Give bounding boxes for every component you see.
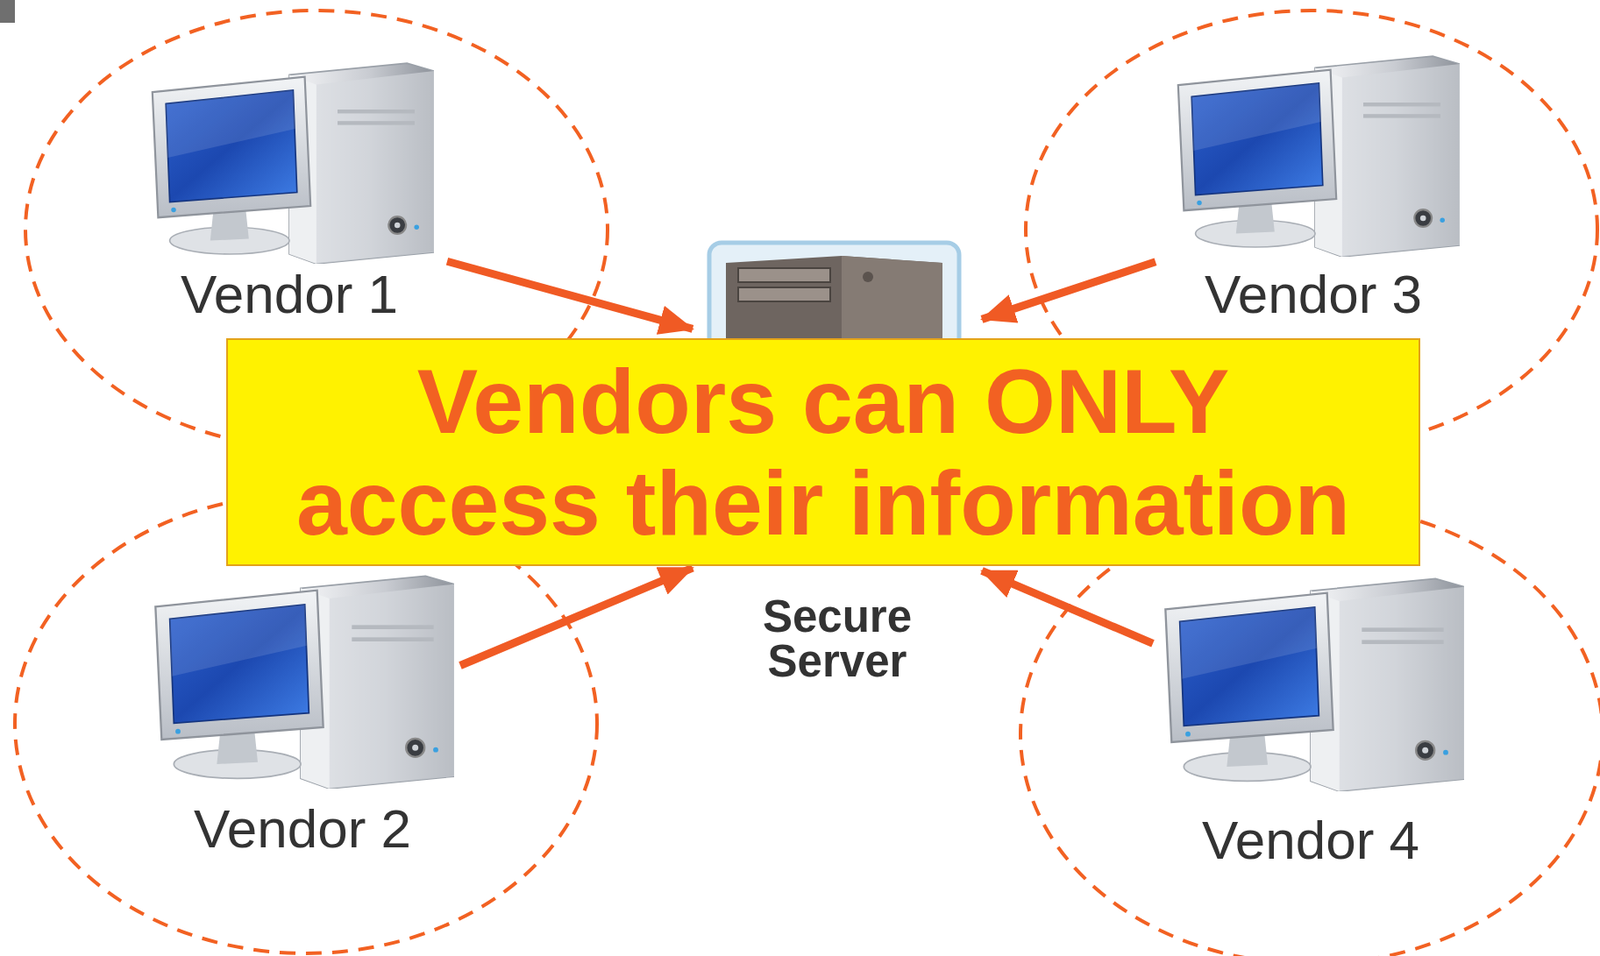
vendor-node: Vendor 1 [131, 61, 448, 322]
node-label: Vendor 4 [1201, 813, 1420, 868]
vendor-zone [1020, 504, 1600, 956]
banner-text: Vendors can ONLY access their informatio… [263, 350, 1384, 555]
vendor-node: Vendor 3 [1155, 52, 1472, 322]
computer-icon [155, 576, 455, 790]
title-fragment [0, 0, 15, 23]
vendor-node: Vendor 4 [1152, 569, 1469, 868]
connector-arrow [981, 262, 1156, 320]
server-node: Secure Server [692, 241, 982, 693]
computer-icon [1165, 578, 1465, 792]
connector-arrow [447, 261, 693, 329]
connector-arrow [460, 568, 693, 666]
vendor-node: Vendor 2 [144, 569, 461, 857]
computer-icon [152, 63, 434, 264]
node-label: Vendor 3 [1204, 267, 1423, 322]
node-label: Vendor 1 [180, 267, 399, 322]
node-label: Vendor 2 [193, 802, 412, 857]
connector-arrow [981, 570, 1153, 644]
computer-icon [1178, 56, 1460, 257]
banner-box: Vendors can ONLY access their informatio… [226, 338, 1421, 568]
node-label: Secure Server [736, 594, 939, 684]
